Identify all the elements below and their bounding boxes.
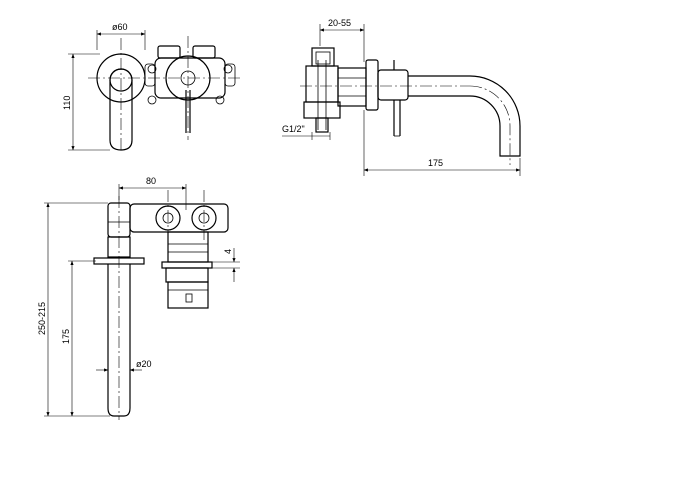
dim-spout-length: 175	[61, 329, 71, 344]
top-view: 80 4 250-215 175 ø20	[37, 176, 240, 420]
side-body	[305, 65, 339, 103]
thread-size-label: G1/2"	[282, 124, 305, 134]
inlet-right	[192, 45, 216, 59]
side-spout	[408, 75, 521, 157]
dim-diameter-60: ø60	[112, 22, 128, 32]
side-rosette	[337, 67, 367, 107]
front-view: ø60 110	[62, 22, 240, 151]
dim-depth-range: 20-55	[328, 18, 351, 28]
dim-spacing-80: 80	[146, 176, 156, 186]
dim-wall-gap-4: 4	[223, 249, 233, 254]
dim-height-110: 110	[62, 96, 72, 110]
dim-total-height: 250-215	[37, 302, 47, 335]
side-view: 20-55 G1/2" 175	[282, 18, 521, 176]
dim-spout-diameter: ø20	[136, 359, 152, 369]
top-valve-body	[129, 203, 229, 233]
inlet-left	[157, 45, 181, 59]
dim-spout-reach: 175	[428, 158, 443, 168]
top-wall-plate	[161, 261, 213, 269]
